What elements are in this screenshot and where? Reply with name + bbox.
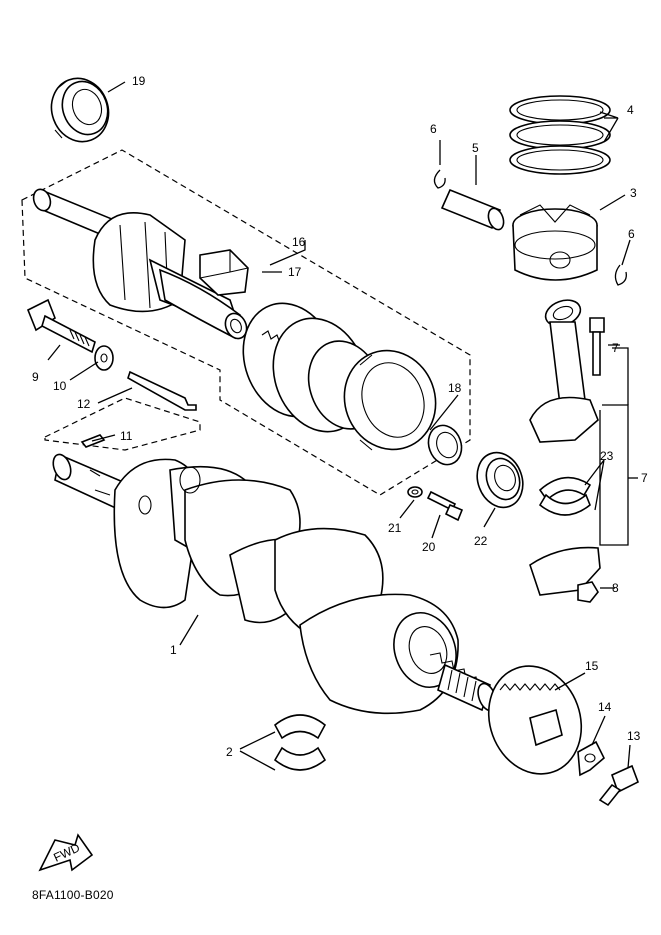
part-3-piston — [512, 204, 598, 281]
part-6-circlip-upper — [433, 169, 446, 189]
callout-23: 22 — [474, 534, 488, 548]
callout-22: 21 — [388, 521, 402, 535]
part-21-bolt — [426, 490, 464, 522]
callout-5: 5 — [472, 141, 479, 155]
part-8-rod-bolt — [589, 317, 605, 376]
part-15-hole — [584, 753, 596, 763]
part-10-bolt — [26, 298, 96, 354]
part-20-bearing — [50, 77, 110, 143]
part-5-piston-pin — [440, 188, 505, 231]
callout-16: 15 — [585, 659, 599, 673]
part-14-bolt — [598, 764, 640, 807]
part-7-connecting-rod — [529, 299, 599, 443]
callout-9: 8 — [612, 581, 619, 595]
callout-4: 4 — [627, 103, 634, 117]
fwd-arrow — [38, 833, 94, 872]
group-17-outline — [21, 149, 471, 496]
part-16-gear — [487, 665, 583, 775]
callout-24: 23 — [600, 449, 614, 463]
part-6-circlip-lower — [614, 264, 627, 286]
callout-12: 11 — [120, 429, 133, 443]
part-13-lever — [127, 370, 197, 411]
part-19-bearing-ring — [427, 424, 463, 466]
callout-15: 14 — [598, 700, 612, 714]
part-18-balancer-weight — [199, 249, 249, 296]
part-4-piston-rings — [509, 95, 611, 175]
part-9-nut — [577, 581, 599, 603]
part-7-rod-cap — [529, 546, 601, 596]
callout-3: 3 — [630, 186, 637, 200]
callout-1: 1 — [170, 643, 177, 657]
callout-19: 18 — [448, 381, 462, 395]
callout-18: 17 — [288, 265, 302, 279]
callout-6-lower: 6 — [628, 227, 635, 241]
part-22-washer — [407, 486, 423, 498]
leader-lines — [47, 81, 631, 771]
part-15-lock-washer — [577, 740, 605, 777]
callout-10: 9 — [32, 370, 39, 384]
part-2-main-bearings — [273, 714, 327, 771]
callout-14: 13 — [627, 729, 641, 743]
part-23-oil-seal — [476, 451, 524, 509]
part-17-balancer-shaft — [32, 188, 248, 340]
part-1-crankshaft — [52, 453, 497, 715]
callout-8: 7 — [612, 341, 619, 355]
part-11-washer — [94, 345, 114, 371]
callout-13: 12 — [77, 397, 91, 411]
part-17-balancer-gear — [242, 302, 437, 451]
group-13-outline — [44, 397, 201, 451]
part-24-rod-bearings — [538, 476, 592, 516]
callout-20: 19 — [132, 74, 146, 88]
callout-17: 16 — [292, 235, 306, 249]
callout-21: 20 — [422, 540, 436, 554]
callout-11: 10 — [53, 379, 67, 393]
diagram-code: 8FA1100-B020 — [32, 888, 114, 902]
callout-2: 2 — [226, 745, 233, 759]
callout-6-upper: 6 — [430, 122, 437, 136]
